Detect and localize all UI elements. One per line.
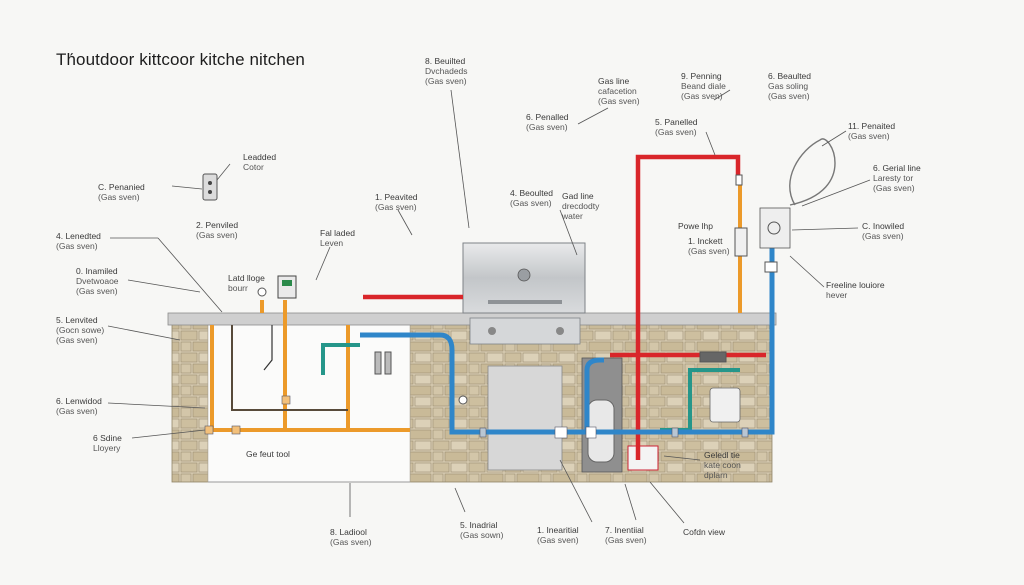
water-supply-lines [360, 225, 775, 435]
label-cofdn-view: Cofdn view [683, 527, 726, 537]
shutoff-valve-box [627, 445, 659, 471]
label-inadrial-5: 5. Inadrial(Gas sown) [460, 520, 504, 540]
label-penanied-c: C. Penanied(Gas sven) [98, 182, 145, 202]
access-door [487, 365, 563, 471]
leader-lines [107, 89, 871, 524]
label-ladiool-8: 8. Ladiool(Gas sven) [330, 527, 372, 547]
label-lenwidod-6: 6. Lenwidod(Gas sven) [56, 396, 102, 416]
label-inowiled-c: C. Inowiled(Gas sven) [862, 221, 905, 241]
label-penviled-2: 2. Penviled(Gas sven) [196, 220, 239, 240]
label-lenvited-5: 5. Lenvited(Gocn sowe)(Gas sven) [56, 315, 105, 345]
label-inckett-1: 1. Inckett(Gas sven) [688, 236, 730, 256]
water-heater [709, 387, 741, 423]
label-lenedted-4: 4. Lenedted(Gas sven) [56, 231, 101, 251]
label-inearitial-1: 1. Inearitial(Gas sven) [537, 525, 579, 545]
label-beoulted-4: 4. Beoulted(Gas sven) [510, 188, 554, 208]
regulator-assembly [734, 138, 836, 273]
sensor-wire [263, 325, 273, 371]
label-powe-lhp: Powe lhp [678, 221, 713, 231]
valves [374, 351, 727, 405]
control-wire [231, 325, 348, 411]
diagram-title: Th́outdoor kittcoor kitche nitchen [56, 50, 305, 69]
pipe-fittings [204, 395, 749, 439]
gas-line [363, 154, 766, 460]
label-panelled-6: 6. Penalled(Gas sven) [526, 112, 569, 132]
cable-loop [789, 138, 836, 206]
label-panelled-5: 5. Panelled(Gas sven) [655, 117, 698, 137]
label-peavited-1: 1. Peavited(Gas sven) [375, 192, 418, 212]
label-penaited-11: 11. Penaited(Gas sven) [848, 121, 896, 141]
control-panel [202, 173, 297, 299]
label-ge-feut-tool: Ge feut tool [246, 449, 290, 459]
grill [462, 242, 586, 345]
label-inentiial-7: 7. Inentiial(Gas sven) [605, 525, 647, 545]
